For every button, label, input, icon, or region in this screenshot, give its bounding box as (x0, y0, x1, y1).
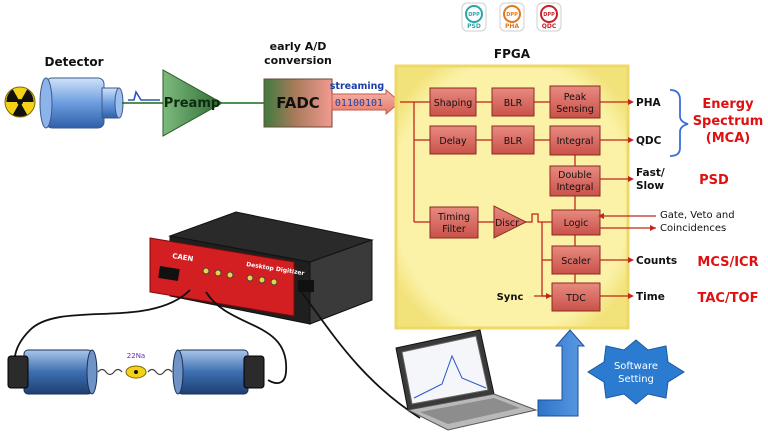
energy-label-1: Energy (702, 97, 754, 112)
integral-block (549, 125, 601, 156)
gate-label-2: Coincidences (660, 223, 726, 234)
tdc-label: TDC (565, 293, 586, 304)
fpga-wires (400, 101, 656, 297)
digitizer-device: CAEN Desktop Digitizer (149, 211, 374, 325)
energy-label-3: (MCA) (706, 131, 750, 146)
radiation-icon (4, 86, 36, 118)
svg-text:DPP: DPP (543, 12, 555, 18)
integral-label: Integral (557, 136, 594, 147)
time-label: Time (636, 291, 665, 303)
fpga-blocks: Shaping BLR Peak Sensing Delay BLR Integ… (429, 85, 601, 312)
sync-label: Sync (497, 292, 524, 303)
streaming-label: streaming (330, 81, 384, 92)
logic-block (551, 209, 601, 236)
svg-text:QDC: QDC (542, 23, 557, 30)
software-label-1: Software (614, 361, 658, 372)
arrowheads (546, 99, 656, 299)
feedback-arrow (537, 329, 586, 417)
source-label: 22Na (127, 352, 145, 360)
detector-label: Detector (45, 55, 104, 69)
double-integral-label-2: Integral (557, 182, 594, 193)
gate-label-1: Gate, Veto and (660, 210, 735, 221)
detector-icon (39, 77, 124, 129)
counts-label: Counts (636, 255, 677, 267)
delay-block (429, 125, 477, 155)
laptop-icon (395, 329, 538, 431)
energy-label-2: Spectrum (693, 114, 764, 129)
pulse-icon (128, 89, 160, 101)
badge-qdc: DPP QDC (536, 2, 562, 32)
timing-filter-label-2: Filter (442, 224, 466, 235)
adc-caption-line1: early A/D (270, 40, 327, 53)
tdc-block (551, 282, 601, 312)
blr-block-1 (491, 87, 535, 117)
software-setting-badge (587, 339, 685, 405)
qdc-label: QDC (636, 135, 662, 147)
blr-block-2 (491, 125, 535, 155)
software-label-2: Setting (618, 374, 654, 385)
timing-filter-label-1: Timing (437, 212, 470, 223)
timing-filter-block (429, 206, 479, 239)
bits-label: 01100101 (335, 98, 383, 109)
peak-sensing-label-1: Peak (564, 92, 587, 103)
energy-bracket (669, 89, 689, 157)
adc-caption-line2: conversion (264, 54, 332, 67)
mcs-label: MCS/ICR (697, 255, 758, 270)
psd-label: PSD (699, 173, 729, 188)
source-icon (125, 365, 147, 379)
pmt-detector-right (172, 349, 265, 395)
delay-label: Delay (439, 136, 467, 147)
shaping-label: Shaping (434, 98, 473, 109)
fadc-block (263, 78, 333, 128)
svg-text:PSD: PSD (467, 23, 481, 30)
svg-text:PHA: PHA (505, 23, 519, 30)
discr-block (493, 205, 528, 239)
pmt-detector-left (7, 349, 98, 395)
tac-label: TAC/TOF (697, 291, 758, 306)
badge-psd: DPP PSD (461, 2, 487, 32)
fast-slow-label-1: Fast/ (636, 167, 665, 179)
stream-arrow (331, 88, 401, 116)
fast-slow-label-2: Slow (636, 180, 664, 192)
fadc-label: FADC (276, 94, 320, 112)
gamma-wave-left (97, 368, 123, 376)
fpga-label: FPGA (494, 47, 531, 61)
discr-label: Discr (495, 218, 519, 229)
svg-text:DPP: DPP (468, 12, 480, 18)
double-integral-label-1: Double (558, 170, 592, 181)
peak-sensing-label-2: Sensing (556, 104, 594, 115)
dpp-badges: DPP PSD DPP PHA DPP QDC (461, 2, 562, 32)
double-integral-block (549, 165, 601, 197)
svg-text:DPP: DPP (506, 12, 518, 18)
scaler-label: Scaler (561, 256, 591, 267)
scaler-block (551, 245, 601, 275)
peak-sensing-block (549, 85, 601, 119)
gamma-wave-right (147, 368, 173, 376)
logic-label: Logic (564, 218, 589, 229)
blr-label-2: BLR (504, 136, 523, 147)
badge-pha: DPP PHA (499, 2, 525, 32)
preamp-label: Preamp (164, 96, 220, 111)
digitizer-brand: CAEN (172, 252, 194, 263)
pha-label: PHA (636, 97, 661, 109)
shaping-block (429, 87, 477, 117)
preamp-shape (162, 69, 224, 137)
blr-label-1: BLR (504, 98, 523, 109)
